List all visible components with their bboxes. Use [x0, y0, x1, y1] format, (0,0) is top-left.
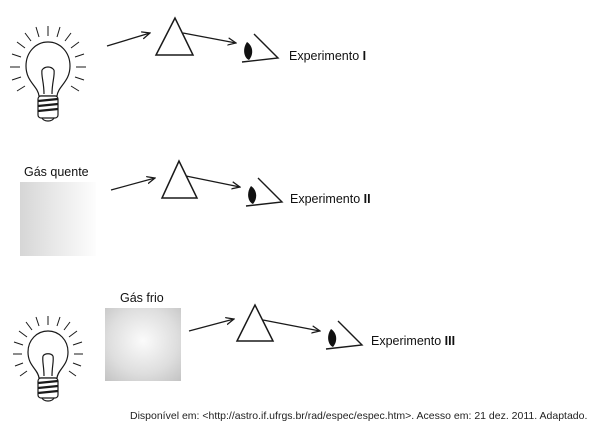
arrow-icon — [110, 178, 155, 191]
experiment-2-numeral: II — [363, 192, 371, 206]
prism-icon — [154, 16, 195, 56]
arrow-icon — [106, 33, 150, 47]
hot-gas-label: Gás quente — [24, 165, 89, 179]
source-citation: Disponível em: <http://astro.if.ufrgs.br… — [130, 410, 588, 422]
experiment-3-numeral: III — [444, 334, 456, 348]
experiment-1-numeral: I — [362, 49, 367, 63]
eye-icon — [241, 33, 280, 63]
experiment-2-word: Experimento — [290, 192, 361, 206]
cold-gas-box — [105, 308, 181, 381]
arrow-icon — [262, 319, 320, 331]
prism-icon — [235, 303, 275, 342]
arrow-icon — [185, 175, 240, 187]
light-bulb-icon — [13, 316, 83, 402]
experiment-3-label: Experimento III — [371, 334, 455, 348]
prism-icon — [160, 159, 199, 199]
light-bulb-icon — [10, 26, 86, 122]
cold-gas-label: Gás frio — [120, 291, 164, 305]
arrow-icon — [188, 319, 234, 332]
experiment-2-label: Experimento II — [290, 192, 371, 206]
experiment-3-word: Experimento — [371, 334, 442, 348]
eye-icon — [325, 320, 364, 350]
hot-gas-box — [20, 182, 96, 256]
experiment-1-label: Experimento I — [289, 49, 366, 63]
eye-icon — [245, 177, 284, 207]
experiment-1-word: Experimento — [289, 49, 360, 63]
arrow-icon — [182, 32, 236, 43]
